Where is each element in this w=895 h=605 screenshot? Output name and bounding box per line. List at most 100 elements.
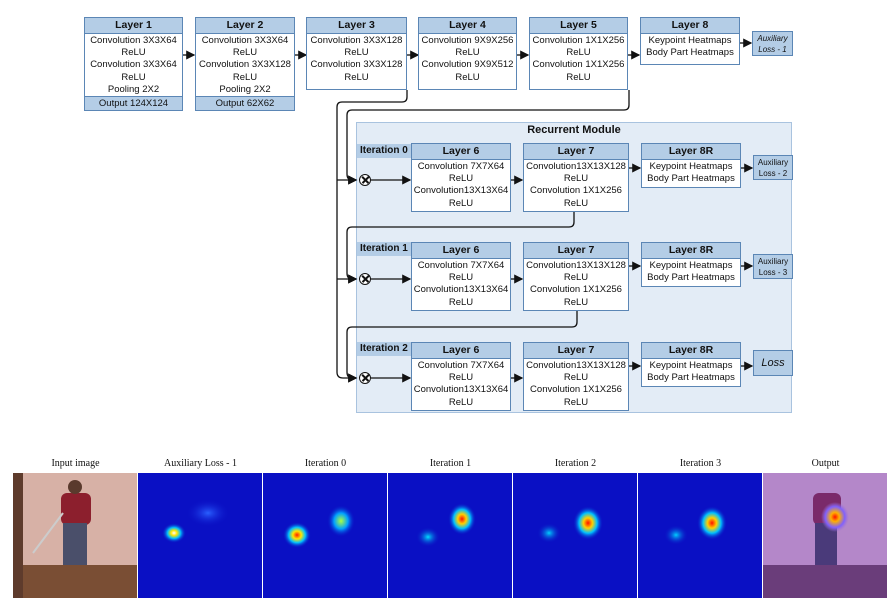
layer-7-title: Layer 7 (524, 243, 628, 259)
iteration-3-heatmap (638, 473, 762, 598)
iter1-layer-8r-box: Layer 8R Keypoint Heatmaps Body Part Hea… (641, 242, 741, 287)
layer-6-line: Convolution 7X7X64 (417, 260, 505, 271)
layer-6-title: Layer 6 (412, 243, 510, 259)
layer-7-line: ReLU (563, 173, 589, 185)
layer-1-title: Layer 1 (85, 18, 182, 34)
layer-5-title: Layer 5 (530, 18, 627, 34)
layer-6-line: ReLU (448, 272, 474, 284)
iter1-layer-7-box: Layer 7 Convolution13X13X128 ReLU Convol… (523, 242, 629, 311)
iter2-layer-7-box: Layer 7 Convolution13X13X128 ReLU Convol… (523, 342, 629, 411)
caption-iteration-3: Iteration 3 (679, 458, 722, 469)
final-loss: Loss (753, 350, 793, 376)
layer-4-line: ReLU (455, 47, 480, 59)
layer-7-title: Layer 7 (524, 144, 628, 160)
layer-1-output: Output 124X124 (85, 96, 182, 110)
layer-7-line: Convolution13X13X128 (526, 360, 626, 371)
auxiliary-loss-3: Auxiliary Loss - 3 (753, 254, 793, 279)
layer-5-line: Convolution 1X1X256 (532, 59, 625, 71)
layer-6-title: Layer 6 (412, 144, 510, 160)
iteration-1-label: Iteration 1 (357, 242, 411, 256)
layer-8r-title: Layer 8R (642, 243, 740, 259)
layer-2-line: ReLU (232, 71, 258, 83)
layer-7-line: Convolution 1X1X256 (530, 185, 622, 197)
layer-1-line: Pooling 2X2 (107, 83, 160, 95)
caption-input-image: Input image (51, 458, 100, 469)
layer-8r-title: Layer 8R (642, 343, 740, 359)
caption-iteration-1: Iteration 1 (429, 458, 472, 469)
layer-4-line: Convolution 9X9X256 (421, 35, 514, 46)
layer-6-line: ReLU (448, 372, 474, 384)
layer-8r-line: Keypoint Heatmaps (649, 260, 733, 271)
layer-4-line: ReLU (455, 71, 480, 83)
aux-loss-3-line: Auxiliary (757, 257, 789, 266)
caption-iteration-2: Iteration 2 (554, 458, 597, 469)
layer-1-line: ReLU (121, 71, 146, 83)
recurrent-module-title: Recurrent Module (527, 124, 621, 136)
input-image-photo (13, 473, 137, 598)
layer-3-line: ReLU (344, 47, 369, 59)
iteration-0-label: Iteration 0 (357, 144, 411, 158)
layer-5-line: ReLU (566, 47, 591, 59)
layer-3-line: ReLU (344, 71, 369, 83)
layer-7-title: Layer 7 (524, 343, 628, 359)
layer-4-box: Layer 4 Convolution 9X9X256 ReLU Convolu… (418, 17, 517, 90)
multiply-node-2 (359, 372, 371, 384)
layer-6-line: ReLU (448, 173, 474, 185)
caption-iteration-0: Iteration 0 (304, 458, 347, 469)
layer-5-line: Convolution 1X1X256 (532, 35, 625, 46)
iter2-layer-8r-box: Layer 8R Keypoint Heatmaps Body Part Hea… (641, 342, 741, 387)
caption-aux-loss-1: Auxiliary Loss - 1 (163, 458, 238, 469)
layer-8r-line: Keypoint Heatmaps (649, 161, 733, 172)
caption-output: Output (811, 458, 840, 469)
layer-2-line: ReLU (232, 47, 258, 59)
layer-7-line: ReLU (563, 372, 589, 384)
iteration-2-label: Iteration 2 (357, 342, 411, 356)
layer-7-line: Convolution13X13X128 (526, 260, 626, 271)
auxiliary-loss-2: Auxiliary Loss - 2 (753, 155, 793, 180)
layer-6-line: Convolution13X13X64 (413, 185, 509, 197)
aux-loss-1-line: Loss - 1 (758, 45, 787, 54)
layer-8r-line: Body Part Heatmaps (647, 372, 735, 384)
layer-5-box: Layer 5 Convolution 1X1X256 ReLU Convolu… (529, 17, 628, 90)
layer-2-line: Pooling 2X2 (219, 83, 271, 95)
layer-4-line: Convolution 9X9X512 (421, 59, 514, 71)
output-overlay-image (763, 473, 887, 598)
layer-4-title: Layer 4 (419, 18, 516, 34)
layer-1-line: Convolution 3X3X64 (90, 35, 177, 46)
aux-loss-1-line: Auxiliary (757, 34, 788, 43)
layer-7-line: ReLU (563, 272, 589, 284)
layer-1-line: ReLU (121, 47, 146, 59)
layer-7-line: ReLU (563, 296, 589, 308)
layer-6-line: ReLU (448, 396, 474, 408)
layer-6-line: Convolution 7X7X64 (417, 360, 505, 371)
auxiliary-loss-1: Auxiliary Loss - 1 (752, 31, 793, 56)
layer-2-output: Output 62X62 (196, 96, 294, 110)
multiply-node-0 (359, 174, 371, 186)
layer-6-line: ReLU (448, 197, 474, 209)
layer-6-title: Layer 6 (412, 343, 510, 359)
iteration-1-heatmap (388, 473, 512, 598)
aux-loss-3-line: Loss - 3 (758, 268, 788, 277)
layer-8r-title: Layer 8R (642, 144, 740, 160)
layer-3-title: Layer 3 (307, 18, 406, 34)
iter0-layer-7-box: Layer 7 Convolution13X13X128 ReLU Convol… (523, 143, 629, 212)
layer-8r-line: Body Part Heatmaps (647, 272, 735, 284)
layer-6-line: Convolution13X13X64 (413, 284, 509, 296)
aux-loss-2-line: Loss - 2 (758, 169, 788, 178)
iteration-0-heatmap (263, 473, 387, 598)
layer-5-line: ReLU (566, 71, 591, 83)
layer-3-line: Convolution 3X3X128 (310, 59, 403, 71)
layer-7-line: ReLU (563, 396, 589, 408)
iter1-layer-6-box: Layer 6 Convolution 7X7X64 ReLU Convolut… (411, 242, 511, 311)
layer-7-line: ReLU (563, 197, 589, 209)
layer-3-box: Layer 3 Convolution 3X3X128 ReLU Convolu… (306, 17, 407, 90)
layer-2-line: Convolution 3X3X128 (199, 59, 291, 71)
layer-1-box: Layer 1 Convolution 3X3X64 ReLU Convolut… (84, 17, 183, 111)
layer-8-box: Layer 8 Keypoint Heatmaps Body Part Heat… (640, 17, 740, 65)
layer-3-line: Convolution 3X3X128 (310, 35, 403, 46)
layer-1-line: Convolution 3X3X64 (90, 59, 177, 71)
layer-8r-line: Keypoint Heatmaps (649, 360, 733, 371)
layer-2-line: Convolution 3X3X64 (201, 35, 289, 46)
layer-6-line: Convolution 7X7X64 (417, 161, 505, 172)
aux-loss-2-line: Auxiliary (757, 158, 789, 167)
